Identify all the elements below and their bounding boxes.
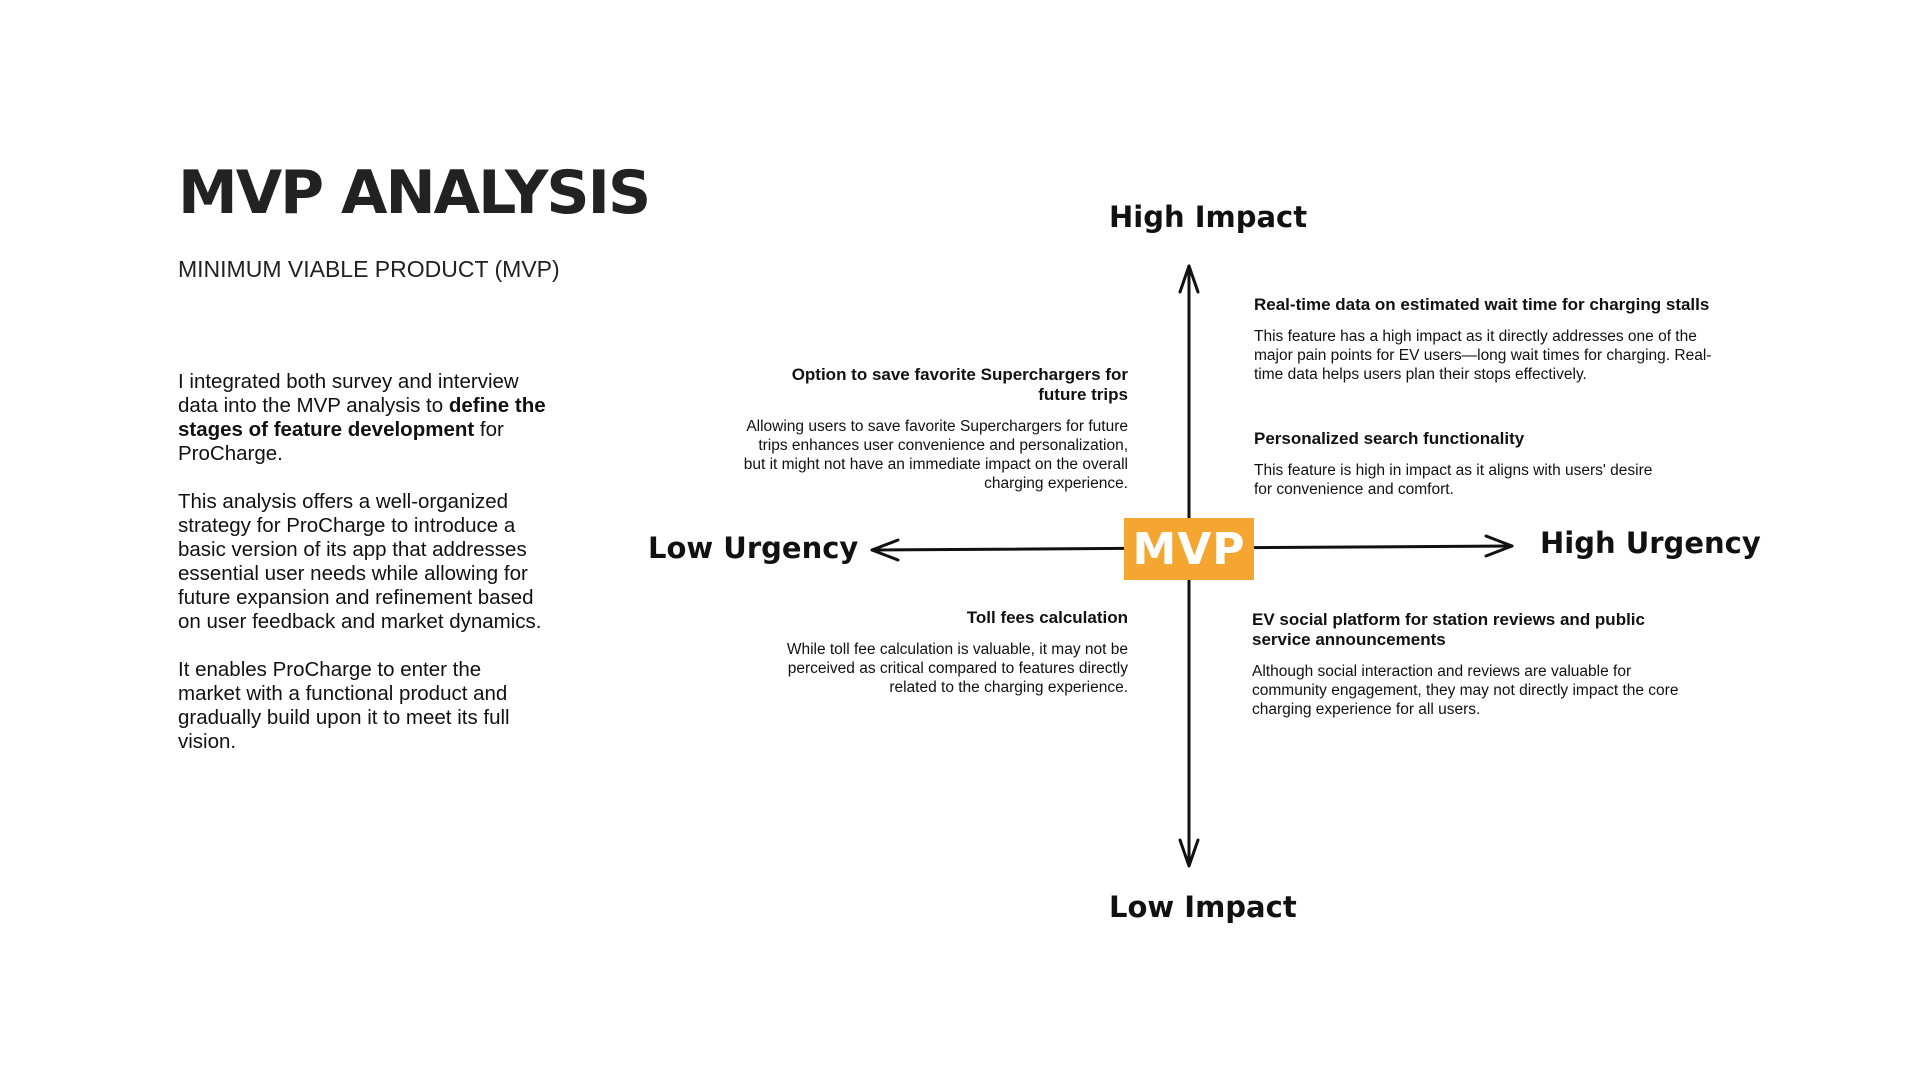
low-urgency-label: Low Urgency [648, 531, 859, 565]
high-urgency-label: High Urgency [1540, 526, 1761, 560]
feature-title: EV social platform for station reviews a… [1252, 610, 1645, 649]
feature-description: Allowing users to save favorite Supercha… [743, 418, 1128, 492]
intro-p1-emphasis: define the stages of feature development [178, 394, 546, 441]
feature-ev-social-platform: EV social platform for station reviews a… [1252, 610, 1692, 719]
feature-title: Option to save favorite Superchargers fo… [791, 365, 1128, 404]
intro-text: I integrated both survey and interview d… [178, 370, 548, 778]
feature-personalized-search: Personalized search functionality This f… [1254, 429, 1654, 499]
intro-paragraph-1: I integrated both survey and interview d… [178, 370, 548, 466]
intro-p1-start: I integrated both survey and interview d… [178, 370, 519, 417]
feature-description: This feature has a high impact as it dir… [1254, 328, 1712, 383]
feature-description: While toll fee calculation is valuable, … [786, 641, 1128, 696]
high-urgency-arrowhead [1484, 534, 1514, 558]
high-impact-label: High Impact [1109, 200, 1308, 234]
intro-p1-end: for ProCharge. [178, 418, 504, 465]
feature-title: Real-time data on estimated wait time fo… [1254, 295, 1710, 314]
feature-title: Toll fees calculation [966, 608, 1128, 627]
page-title: MVP ANALYSIS [178, 158, 651, 228]
feature-description: Although social interaction and reviews … [1252, 663, 1679, 718]
feature-toll-fees: Toll fees calculation While toll fee cal… [740, 608, 1128, 697]
feature-save-favorite-superchargers: Option to save favorite Superchargers fo… [740, 365, 1128, 493]
feature-realtime-wait-time: Real-time data on estimated wait time fo… [1254, 295, 1714, 384]
high-impact-arrowhead [1178, 264, 1200, 294]
low-urgency-arrowhead [870, 538, 900, 562]
low-impact-label: Low Impact [1109, 890, 1297, 924]
feature-title: Personalized search functionality [1254, 429, 1525, 448]
mvp-center-badge: MVP [1124, 518, 1254, 580]
low-impact-arrowhead [1178, 838, 1200, 868]
intro-paragraph-3: It enables ProCharge to enter the market… [178, 658, 510, 753]
page-subtitle: MINIMUM VIABLE PRODUCT (MVP) [178, 256, 560, 282]
feature-description: This feature is high in impact as it ali… [1254, 462, 1653, 498]
intro-paragraph-2: This analysis offers a well-organized st… [178, 490, 542, 633]
